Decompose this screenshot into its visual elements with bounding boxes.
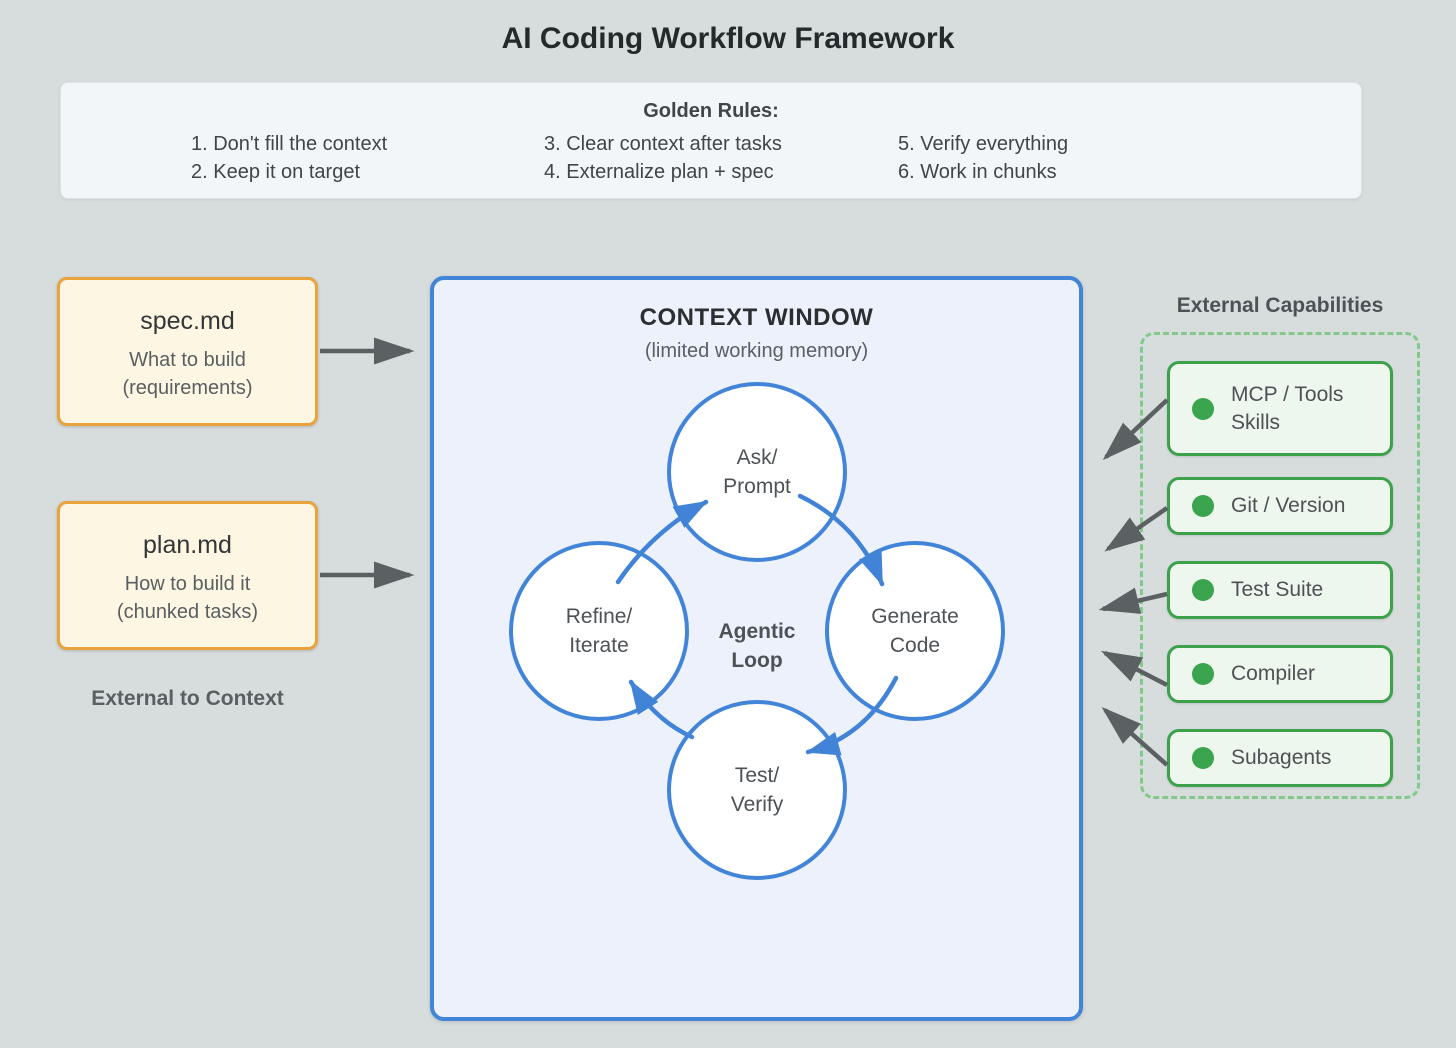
green-dot-icon bbox=[1192, 747, 1214, 769]
capability-mcp-tools-skills: MCP / Tools Skills bbox=[1167, 361, 1393, 456]
capability-test-suite: Test Suite bbox=[1167, 561, 1393, 619]
refine-iterate-line1: Refine/ bbox=[565, 605, 633, 628]
loop-node-test-verify: Test/ Verify bbox=[667, 700, 847, 880]
golden-rule-4: 4. Externalize plan + spec bbox=[544, 161, 774, 183]
golden-rules-panel: Golden Rules: 1. Don't fill the context … bbox=[60, 82, 1362, 199]
context-window-title: CONTEXT WINDOW bbox=[639, 304, 874, 331]
agentic-loop-line2: Loop bbox=[731, 649, 783, 672]
green-dot-icon bbox=[1192, 397, 1214, 420]
context-window-subtitle: (limited working memory) bbox=[644, 340, 869, 362]
ask-prompt-line1: Ask/ bbox=[736, 446, 778, 469]
spec-md-name: spec.md bbox=[140, 307, 235, 335]
external-to-context-label: External to Context bbox=[91, 687, 284, 710]
loop-node-generate-code: Generate Code bbox=[825, 541, 1005, 721]
ask-prompt-line2: Prompt bbox=[723, 475, 791, 498]
loop-node-ask-prompt: Ask/ Prompt bbox=[667, 382, 847, 562]
plan-md-name: plan.md bbox=[143, 531, 232, 559]
agentic-loop-label: Agentic Loop bbox=[667, 617, 847, 675]
spec-md-desc-line1: What to build bbox=[129, 349, 246, 371]
external-capabilities-container bbox=[1140, 332, 1420, 799]
green-dot-icon bbox=[1192, 495, 1214, 517]
capability-label: Test Suite bbox=[1231, 578, 1324, 601]
plan-md-desc-line2: (chunked tasks) bbox=[116, 601, 259, 623]
golden-rules-column-3: 5. Verify everything 6. Work in chunks bbox=[898, 130, 1068, 186]
refine-iterate-line2: Iterate bbox=[569, 634, 629, 657]
plan-md-box: plan.md How to build it (chunked tasks) bbox=[57, 501, 318, 650]
capability-label: Subagents bbox=[1231, 746, 1332, 769]
golden-rules-column-1: 1. Don't fill the context 2. Keep it on … bbox=[191, 130, 387, 186]
golden-rule-2: 2. Keep it on target bbox=[191, 161, 361, 183]
page-title: AI Coding Workflow Framework bbox=[501, 22, 955, 55]
loop-node-refine-iterate: Refine/ Iterate bbox=[509, 541, 689, 721]
plan-md-description: How to build it (chunked tasks) bbox=[60, 570, 315, 626]
generate-code-line2: Code bbox=[889, 634, 941, 657]
green-dot-icon bbox=[1192, 663, 1214, 685]
golden-rules-column-2: 3. Clear context after tasks 4. External… bbox=[544, 130, 782, 186]
capability-label: Git / Version bbox=[1231, 494, 1346, 517]
golden-rule-5: 5. Verify everything bbox=[898, 133, 1069, 155]
test-verify-line1: Test/ bbox=[734, 764, 780, 787]
golden-rule-1: 1. Don't fill the context bbox=[191, 133, 388, 155]
capability-label: Compiler bbox=[1231, 662, 1316, 685]
capability-compiler: Compiler bbox=[1167, 645, 1393, 703]
green-dot-icon bbox=[1192, 579, 1214, 601]
plan-md-desc-line1: How to build it bbox=[124, 573, 251, 595]
spec-md-description: What to build (requirements) bbox=[60, 346, 315, 402]
golden-rules-heading: Golden Rules: bbox=[643, 100, 779, 122]
golden-rule-3: 3. Clear context after tasks bbox=[544, 133, 782, 155]
capability-label: MCP / Tools Skills bbox=[1231, 382, 1344, 434]
external-capabilities-title: External Capabilities bbox=[1176, 294, 1384, 317]
capability-git-version: Git / Version bbox=[1167, 477, 1393, 535]
spec-md-desc-line2: (requirements) bbox=[122, 377, 253, 399]
golden-rule-6: 6. Work in chunks bbox=[898, 161, 1057, 183]
spec-md-box: spec.md What to build (requirements) bbox=[57, 277, 318, 426]
generate-code-line1: Generate bbox=[871, 605, 959, 628]
capability-subagents: Subagents bbox=[1167, 729, 1393, 787]
agentic-loop-line1: Agentic bbox=[718, 620, 796, 643]
test-verify-line2: Verify bbox=[730, 793, 784, 816]
